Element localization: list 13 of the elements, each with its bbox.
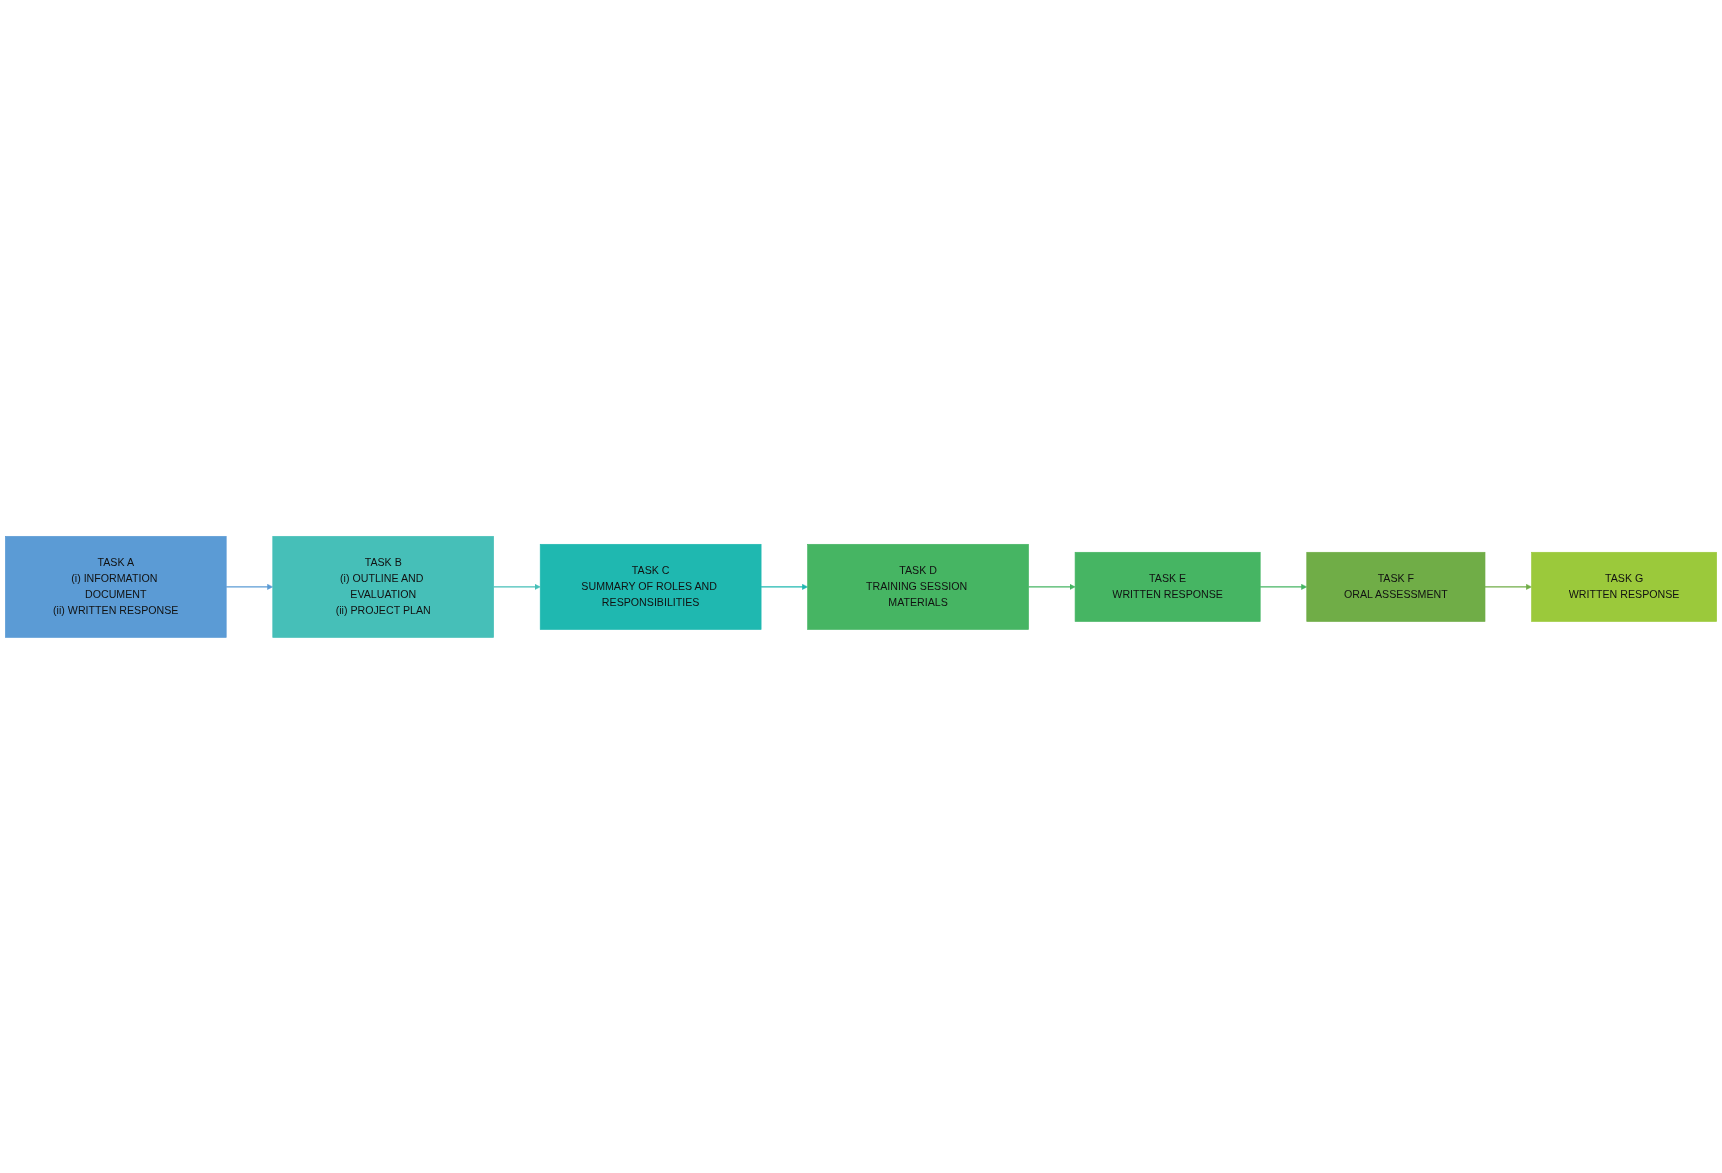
arrow — [1027, 583, 1076, 590]
arrow — [493, 583, 541, 590]
node-box: TASK C SUMMARY OF ROLES AND RESPONSIBILITIES — [539, 543, 762, 630]
arrow — [225, 583, 274, 590]
arrow — [1484, 583, 1532, 590]
node-box: TASK F ORAL ASSESSMENT — [1306, 551, 1486, 622]
arrow — [1259, 583, 1308, 590]
node-box: TASK E WRITTEN RESPONSE — [1074, 551, 1261, 622]
arrow — [760, 583, 808, 590]
node-box: TASK D TRAINING SESSION MATERIALS — [807, 543, 1029, 630]
node-box: TASK G WRITTEN RESPONSE — [1531, 551, 1717, 622]
node-box: TASK B (i) OUTLINE AND EVALUATION (ii) PROJECT PLAN — [272, 535, 494, 638]
node-box: TASK A (i) INFORMATION DOCUMENT (ii) WRITTEN RESPONSE — [5, 535, 227, 638]
